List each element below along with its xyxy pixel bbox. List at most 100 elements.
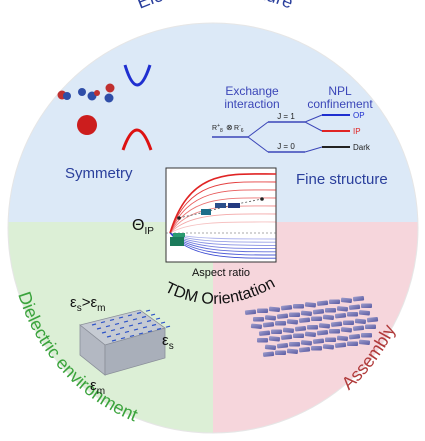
valence-band-curve [121,128,153,151]
nanoplatelet-sheet [300,340,313,346]
section-title-electronic: Electronic structure [134,0,296,13]
dipole-mark [165,325,171,328]
dipole-mark [128,324,134,327]
exchange-label-2: interaction [224,97,279,111]
nanoplatelet-sheet [264,344,277,351]
nanoplatelet-sheet [358,339,371,346]
nanoplatelet-sheet [322,314,335,321]
dipole-grid [91,309,171,342]
orbital-blue [78,88,86,96]
dipole-mark [101,331,107,334]
nanoplatelet-sheet [258,330,271,336]
connector [304,146,323,153]
dipole-mark [127,314,133,317]
nanoplatelet-sheet [312,338,325,344]
fine-structure-diagram: Exchange interaction NPL confinement R+8… [212,84,388,188]
nanoplatelet-sheet [276,342,289,349]
cube-icon-top [173,233,185,237]
ip-label: IP [353,127,361,136]
nanoplatelet-sheet [340,297,353,304]
nanoplatelet-sheet [316,300,329,306]
nanoplatelet-sheet [312,308,325,315]
nanoplatelet-sheet [298,346,311,353]
dipole-mark [91,323,97,326]
conduction-band-curve [123,64,152,87]
nanoplatelet-sheet [347,312,358,317]
connector [247,136,269,153]
nanoplatelet-sheet [311,316,322,321]
nanoplatelet-sheet [280,304,293,311]
nanoplatelet-sheet [361,303,372,308]
center-plot: ΘIP Aspect ratio [132,167,277,279]
dipole-mark [155,317,161,320]
nanoplatelet-sheet [264,315,277,321]
nanoplatelet-sheet [343,320,354,325]
nanoplatelet-sheet [275,321,286,326]
dipole-mark [141,315,147,319]
connector [304,114,323,123]
nanoplatelet-sheet [268,306,281,313]
nanoplatelet-sheet [304,302,317,308]
eps-inequality: εs>εm [70,294,105,314]
dipole-mark [119,326,125,329]
dipole-mark [138,332,144,335]
ip-curve [169,189,277,234]
nanoplatelet-sheet [322,344,335,350]
nanoplatelet-sheet [268,336,281,342]
nanoplatelet-sheet [330,321,343,327]
nanoplatelet-sheet [280,334,293,340]
nanoplatelet-sheet [325,308,336,313]
data-trend-line [178,198,263,219]
dipole-mark [132,318,138,321]
orbital-blue [104,93,114,103]
data-point [177,216,181,220]
nanoplatelet-sheet [262,321,275,328]
nanoplatelet-sheet [289,312,300,317]
eps-s-label: εs [162,332,174,352]
dipole-mark [146,319,152,323]
slab-front [104,327,166,376]
connector [304,121,323,132]
nanoplatelet-sheet [257,308,268,313]
j0-label: J = 0 [277,142,295,151]
nanoplatelet-sheet [334,342,347,348]
nanoplatelet-sheet [311,346,322,351]
nanoplatelet-sheet [286,348,299,355]
fine-structure-label: Fine structure [296,171,388,188]
platelet-icon [201,209,211,215]
nanoplatelet-sheet [348,333,361,340]
nanoplatelet-sheet [293,333,304,338]
data-point [260,197,264,201]
dark-label: Dark [353,143,371,152]
ip-curve [169,181,277,234]
nanoplatelet-sheet [304,331,317,338]
nanoplatelet-sheet [289,342,300,347]
nanoplatelet-sheet [253,317,264,322]
nanoplatelet-sheet [329,299,340,304]
nanoplatelet-sheet [275,350,286,355]
dipole-mark [133,328,139,331]
symmetry-label: Symmetry [65,165,133,182]
nanoplatelet-sheet [352,325,365,331]
orbital-blue [63,92,71,100]
dipole-mark [137,322,143,325]
nanoplatelet-sheet [348,304,361,310]
nanoplatelet-sheet [336,306,349,312]
nanoplatelet-sheet [325,337,336,342]
nanoplatelet-sheet [366,316,379,323]
nanoplatelet-sheet [361,333,372,338]
nanoplatelet-sheet [271,329,282,334]
nanoplatelet-sheet [250,323,263,330]
dipole-mark [145,309,151,312]
dipole-mark [142,326,148,329]
dipole-mark [114,322,120,325]
nanoplatelet-sheet [298,317,311,323]
nanoplatelet-sheet [316,329,329,336]
dipole-mark [156,327,162,331]
exchange-label-1: Exchange [225,84,279,98]
nanoplatelet-sheet [365,324,376,329]
dipole-mark [160,321,166,324]
ip-curve [169,221,277,234]
npl-label-1: NPL [328,84,352,98]
